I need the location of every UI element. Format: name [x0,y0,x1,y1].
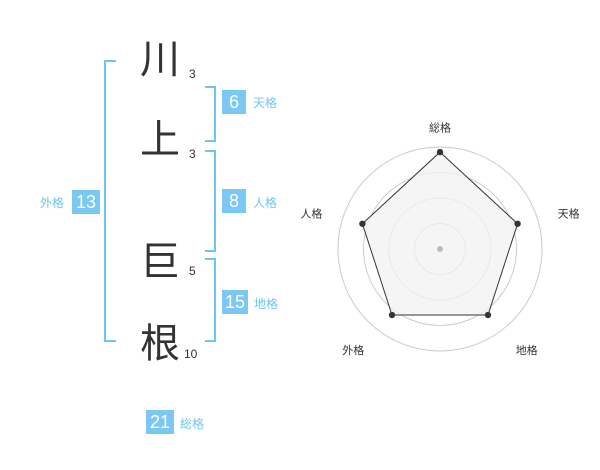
radar-point-3 [484,311,492,319]
jinkaku-bracket [205,150,216,252]
stroke-count-1: 3 [189,67,196,81]
name-char-1: 川 [140,37,180,83]
chikaku-score: 15 [222,290,248,314]
radar-axis-label-3: 地格 [516,343,538,357]
chikaku-label: 地格 [254,297,279,311]
radar-axis-label-1: 総格 [429,121,451,135]
radar-center-dot [437,246,443,252]
gaikaku-score: 13 [72,190,100,214]
radar-ring-4 [337,146,543,352]
radar-point-4 [388,311,396,319]
tenkaku-bracket [205,86,216,142]
stroke-count-3: 5 [189,264,196,278]
tenkaku-score: 6 [222,90,246,114]
radar-point-2 [514,220,521,227]
jinkaku-score: 8 [222,189,246,213]
name-char-2: 上 [140,117,180,163]
radar-axis-label-2: 天格 [558,206,580,220]
name-char-4: 根 [140,321,180,367]
gaikaku-bracket [104,60,116,342]
tenkaku-label: 天格 [253,96,278,110]
radar-axis-label-5: 人格 [300,206,322,220]
name-char-3: 巨 [140,239,180,285]
radar-point-1 [436,148,444,156]
chikaku-bracket [205,258,216,342]
gaikaku-label: 外格 [40,196,65,210]
radar-point-5 [359,220,366,227]
soukaku-label: 総格 [180,417,205,431]
jinkaku-label: 人格 [253,196,278,210]
stroke-count-4: 10 [184,347,198,361]
radar-polygon [361,151,519,316]
radar-axis-label-4: 外格 [342,343,364,357]
stroke-count-2: 3 [189,147,196,161]
soukaku-score: 21 [146,410,174,434]
